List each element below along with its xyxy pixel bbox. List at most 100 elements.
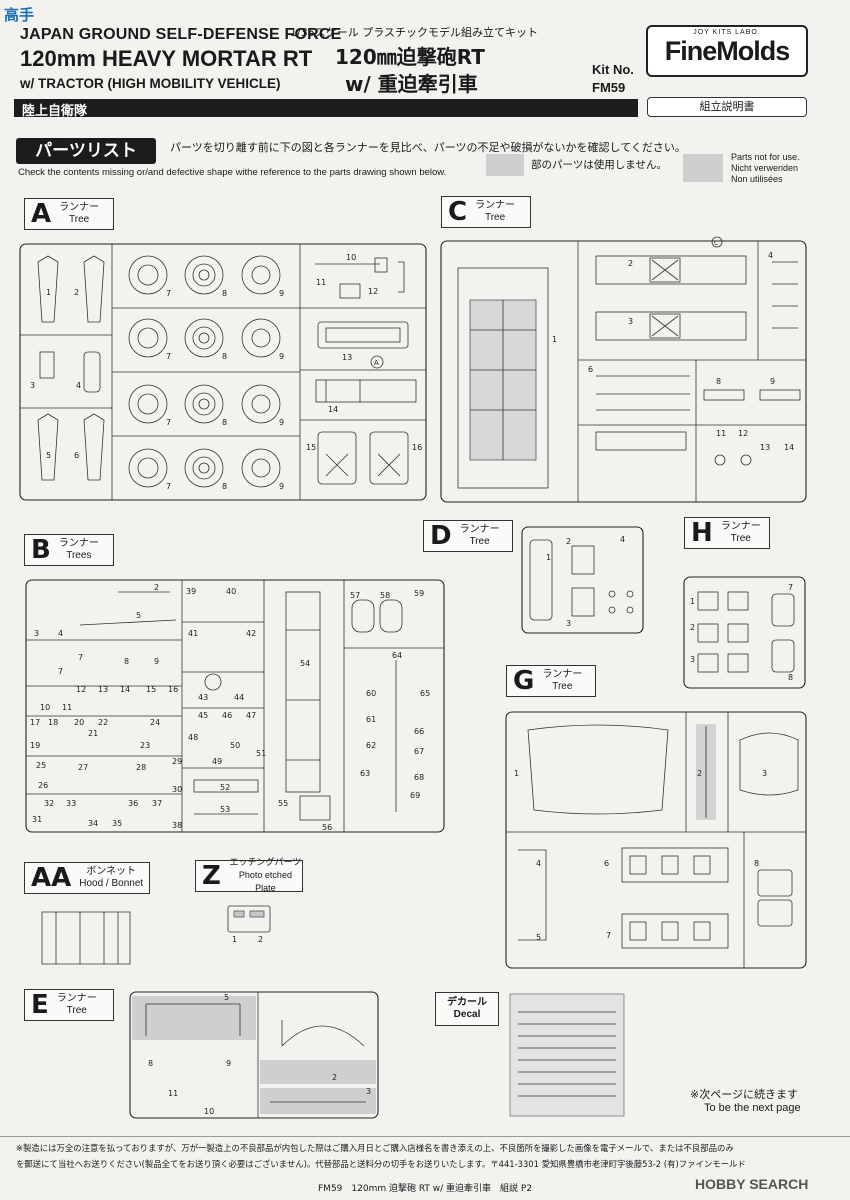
svg-text:2: 2 [690, 623, 695, 632]
svg-text:14: 14 [328, 405, 338, 414]
svg-text:2: 2 [566, 537, 571, 546]
svg-text:6: 6 [604, 859, 609, 868]
svg-text:59: 59 [414, 589, 424, 598]
svg-text:7: 7 [166, 289, 171, 298]
svg-text:6: 6 [74, 451, 79, 460]
svg-text:1: 1 [514, 769, 519, 778]
svg-text:7: 7 [166, 418, 171, 427]
svg-text:45: 45 [198, 711, 208, 720]
svg-text:8: 8 [148, 1059, 153, 1068]
svg-text:16: 16 [168, 685, 178, 694]
svg-text:C: C [714, 240, 718, 247]
header-force-jp: 陸上自衛隊 [22, 104, 88, 119]
svg-text:9: 9 [279, 418, 284, 427]
brand-logo: JOY KITS LABO. FineMolds [646, 25, 808, 77]
hood-aa [41, 911, 131, 965]
svg-text:30: 30 [172, 785, 182, 794]
svg-text:8: 8 [716, 377, 721, 386]
svg-text:14: 14 [120, 685, 130, 694]
svg-text:4: 4 [536, 859, 541, 868]
footer-watermark: HOBBY SEARCH [695, 1176, 809, 1192]
footer-note-1: ※製造には万全の注意を払っておりますが、万が一製造上の不良部品が内包した際はご購… [16, 1143, 734, 1153]
svg-text:2: 2 [332, 1073, 337, 1082]
svg-text:67: 67 [414, 747, 424, 756]
footer-rule [0, 1136, 850, 1137]
svg-text:39: 39 [186, 587, 196, 596]
svg-text:4: 4 [620, 535, 625, 544]
runner-a-jp: ランナー [59, 202, 100, 213]
svg-text:32: 32 [44, 799, 54, 808]
runner-z-en: Photo etched Plate [238, 870, 292, 893]
svg-text:64: 64 [392, 651, 402, 660]
svg-text:9: 9 [226, 1059, 231, 1068]
svg-text:21: 21 [88, 729, 98, 738]
runner-b-jp: ランナー [58, 538, 99, 549]
svg-text:7: 7 [606, 931, 611, 940]
svg-text:11: 11 [716, 429, 726, 438]
svg-text:3: 3 [628, 317, 633, 326]
svg-text:7: 7 [166, 482, 171, 491]
svg-text:15: 15 [146, 685, 156, 694]
svg-text:48: 48 [188, 733, 198, 742]
unused-swatch [486, 154, 524, 176]
svg-text:50: 50 [230, 741, 240, 750]
svg-text:8: 8 [222, 482, 227, 491]
brand-name: FineMolds [664, 36, 791, 66]
svg-text:31: 31 [32, 815, 42, 824]
svg-text:1: 1 [546, 553, 551, 562]
continue-jp: ※次ページに続きます [690, 1088, 798, 1101]
continue-en: To be the next page [704, 1102, 801, 1114]
svg-text:3: 3 [366, 1087, 371, 1096]
svg-text:24: 24 [150, 718, 160, 727]
runner-a-en: Tree [69, 214, 90, 225]
svg-text:17: 17 [30, 718, 40, 727]
svg-text:51: 51 [256, 749, 266, 758]
svg-text:1: 1 [690, 597, 695, 606]
svg-text:9: 9 [279, 482, 284, 491]
runner-letter-z: Z [202, 861, 221, 891]
svg-text:13: 13 [342, 353, 352, 362]
unused-en-3: Non utilisées [731, 174, 783, 184]
parts-en-instruction: Check the contents missing or/and defect… [18, 167, 447, 178]
svg-text:12: 12 [738, 429, 748, 438]
svg-text:43: 43 [198, 693, 208, 702]
jp-title-2: w/ 重迫牽引車 [345, 72, 478, 96]
svg-text:7: 7 [788, 583, 793, 592]
svg-text:53: 53 [220, 805, 230, 814]
runner-a-frame [19, 243, 427, 501]
svg-text:15: 15 [306, 443, 316, 452]
svg-text:9: 9 [279, 289, 284, 298]
svg-text:68: 68 [414, 773, 424, 782]
runner-letter-h: H [691, 518, 713, 548]
kit-number: FM59 [592, 80, 626, 95]
svg-text:2: 2 [154, 583, 159, 592]
runner-h-en: Tree [730, 533, 751, 544]
runner-b-en: Trees [66, 550, 92, 561]
svg-text:44: 44 [234, 693, 244, 702]
runner-letter-g: G [513, 666, 535, 696]
svg-text:49: 49 [212, 757, 222, 766]
svg-text:2: 2 [628, 259, 633, 268]
svg-text:36: 36 [128, 799, 138, 808]
svg-text:26: 26 [38, 781, 48, 790]
footer-page: FM59 120mm 迫撃砲 RT w/ 重迫牽引車 組説 P2 [318, 1184, 533, 1194]
svg-text:10: 10 [346, 253, 356, 262]
svg-text:9: 9 [770, 377, 775, 386]
svg-text:7: 7 [58, 667, 63, 676]
svg-text:6: 6 [588, 365, 593, 374]
svg-text:3: 3 [30, 381, 35, 390]
svg-text:66: 66 [414, 727, 424, 736]
svg-text:65: 65 [420, 689, 430, 698]
brand-small: JOY KITS LABO. [693, 29, 761, 36]
runner-c-chassis: 1 [457, 267, 557, 489]
